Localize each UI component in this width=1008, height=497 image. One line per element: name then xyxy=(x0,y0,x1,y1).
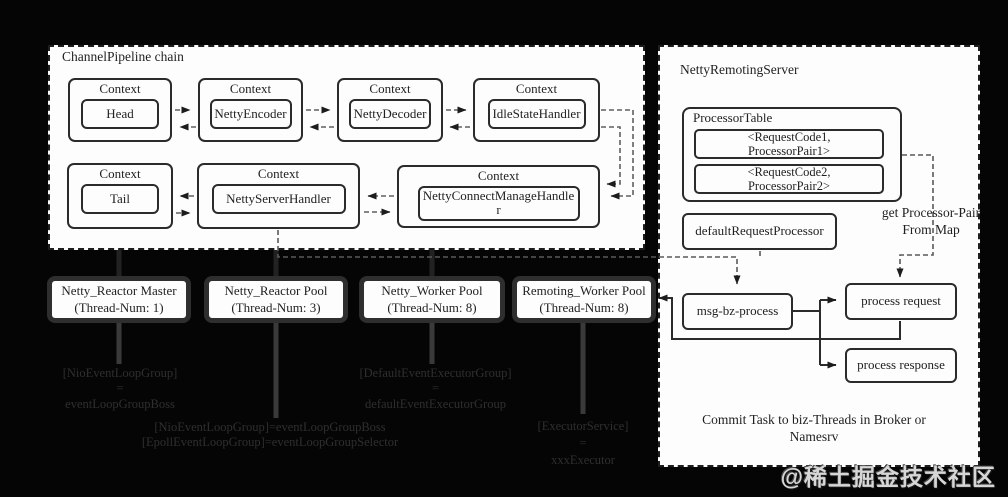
thread-pool-name: Netty_Reactor Pool xyxy=(224,283,328,299)
handler-head: Head xyxy=(81,99,159,129)
processor-table-entry: <RequestCode1, ProcessorPair1> xyxy=(694,129,884,159)
default-request-processor-box: defaultRequestProcessor xyxy=(682,213,837,250)
thread-box-stubs xyxy=(116,323,586,418)
process-response-box: process response xyxy=(845,348,957,383)
handler-idle-state: IdleStateHandler xyxy=(487,99,586,129)
context-netty-encoder: Context NettyEncoder xyxy=(198,78,303,142)
context-title: Context xyxy=(257,166,300,181)
thread-pool-name: Remoting_Worker Pool xyxy=(522,283,646,299)
msg-bz-process-box: msg-bz-process xyxy=(682,293,793,330)
handler-netty-connect-manage: NettyConnectManageHandler xyxy=(417,186,580,221)
context-idle-state-handler: Context IdleStateHandler xyxy=(473,78,600,142)
netty-reactor-pool-box: Netty_Reactor Pool (Thread-Num: 3) xyxy=(207,279,345,320)
context-title: Context xyxy=(477,168,520,183)
context-head: Context Head xyxy=(68,78,172,142)
right-panel-title: NettyRemotingServer xyxy=(680,62,799,77)
left-panel-title: ChannelPipeline chain xyxy=(62,49,184,64)
process-request-box: process request xyxy=(845,283,957,320)
annotation-executor-service: [ExecutorService] = xxxExecutor xyxy=(537,419,629,467)
processor-table-entry: <RequestCode2, ProcessorPair2> xyxy=(694,164,884,194)
thread-pool-count: (Thread-Num: 8) xyxy=(387,299,477,315)
thread-pool-name: Netty_Worker Pool xyxy=(381,283,483,299)
context-netty-server-handler: Context NettyServerHandler xyxy=(197,163,360,229)
handler-netty-server: NettyServerHandler xyxy=(211,184,346,214)
get-processor-pair-label: get Processor-Pair From Map xyxy=(881,205,981,237)
juejin-watermark: @稀土掘金技术社区 xyxy=(780,464,996,490)
context-title: Context xyxy=(229,81,272,96)
context-title: Context xyxy=(369,81,411,96)
thread-pool-count: (Thread-Num: 8) xyxy=(539,299,629,315)
context-netty-decoder: Context NettyDecoder xyxy=(337,78,443,142)
faint-top-stubs xyxy=(116,250,435,278)
context-netty-connect-manage-handler: Context NettyConnectManageHandler xyxy=(397,165,600,228)
processor-table-title: ProcessorTable xyxy=(693,110,773,125)
netty-reactor-master-box: Netty_Reactor Master (Thread-Num: 1) xyxy=(50,279,188,320)
annotation-default-event-executor-group: [DefaultEventExecutorGroup] = defaultEve… xyxy=(359,366,512,411)
context-tail: Context Tail xyxy=(67,163,173,229)
thread-pool-count: (Thread-Num: 1) xyxy=(74,299,164,315)
context-title: Context xyxy=(515,81,558,96)
thread-pool-name: Netty_Reactor Master xyxy=(61,283,177,299)
handler-tail: Tail xyxy=(81,184,159,214)
annotation-event-loop-group-selector: [NioEventLoopGroup]=eventLoopGroupBoss [… xyxy=(141,420,399,450)
annotation-event-loop-group-boss: [NioEventLoopGroup] = eventLoopGroupBoss xyxy=(62,366,178,411)
netty-worker-pool-box: Netty_Worker Pool (Thread-Num: 8) xyxy=(362,279,502,320)
context-title: Context xyxy=(99,81,141,96)
remoting-worker-pool-box: Remoting_Worker Pool (Thread-Num: 8) xyxy=(515,279,653,320)
handler-netty-decoder: NettyDecoder xyxy=(349,99,431,129)
commit-task-note: Commit Task to biz-Threads in Broker or … xyxy=(702,412,926,444)
handler-netty-encoder: NettyEncoder xyxy=(209,99,292,129)
processor-table: ProcessorTable <RequestCode1, ProcessorP… xyxy=(682,107,902,202)
context-title: Context xyxy=(99,166,141,181)
thread-pool-count: (Thread-Num: 3) xyxy=(231,299,321,315)
